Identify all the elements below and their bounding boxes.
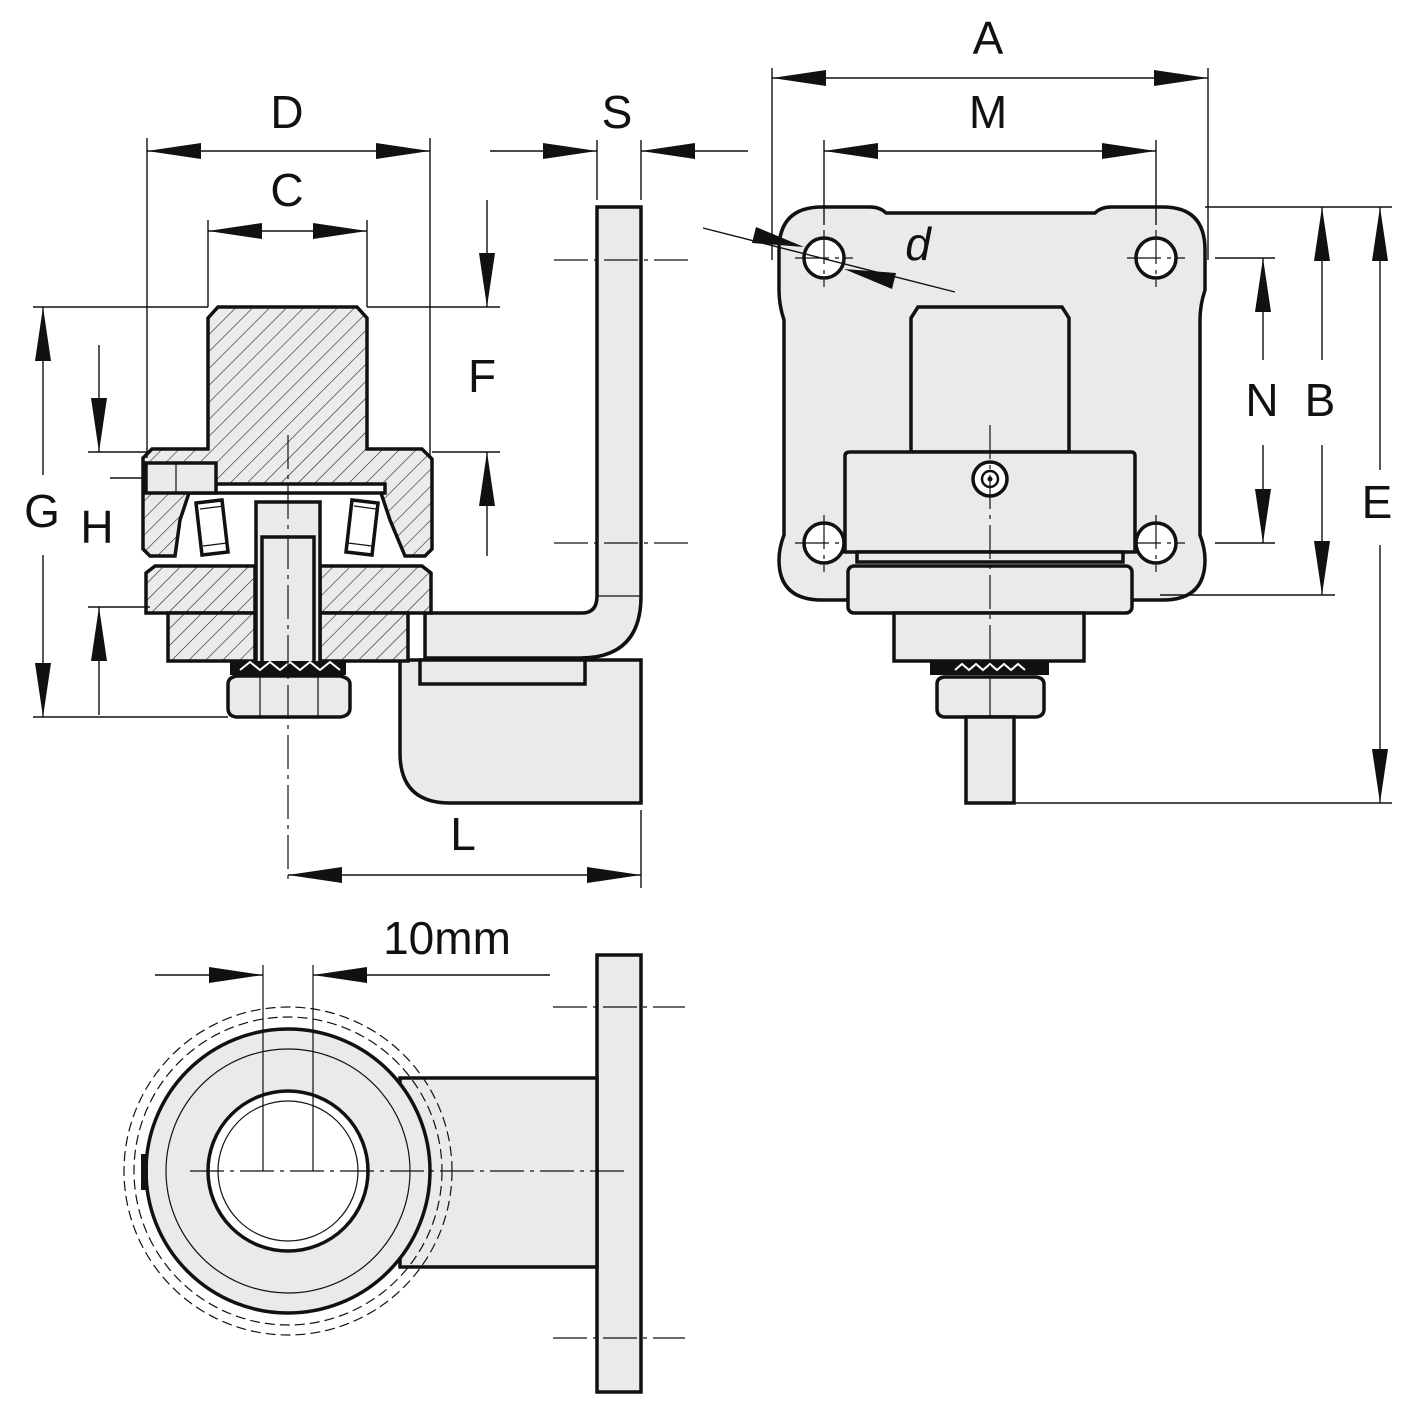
top-plate [595,953,643,1394]
weld-block [398,658,643,805]
weld-block-slot [418,658,587,686]
label-h: H [80,501,113,553]
top-view [123,953,685,1394]
label-m: M [969,86,1007,138]
lower-boss [166,611,257,663]
roller-right [344,498,380,557]
label-10mm: 10mm [383,912,511,964]
pivot-housing [141,305,434,558]
lower-flange [144,564,257,615]
front-pin [964,715,1016,805]
label-n: N [1245,374,1278,426]
label-d: D [270,86,303,138]
dimension-labels: A M D C S F G H d N B E L 10mm [24,12,1392,964]
label-a: A [973,12,1004,64]
grease-nipple [144,461,218,495]
roller-left [194,498,230,557]
label-l: L [450,808,476,860]
label-f: F [468,350,496,402]
front-view [777,205,1207,805]
label-g: G [24,485,60,537]
label-e: E [1362,476,1393,528]
angle-bracket [423,205,643,660]
dimensions [33,68,1392,983]
label-s: S [602,86,633,138]
label-c: C [270,164,303,216]
label-b: B [1305,374,1336,426]
front-boss [892,611,1086,663]
hex-nut [226,674,352,719]
side-section-view [141,205,690,880]
label-d-small: d [905,218,932,270]
